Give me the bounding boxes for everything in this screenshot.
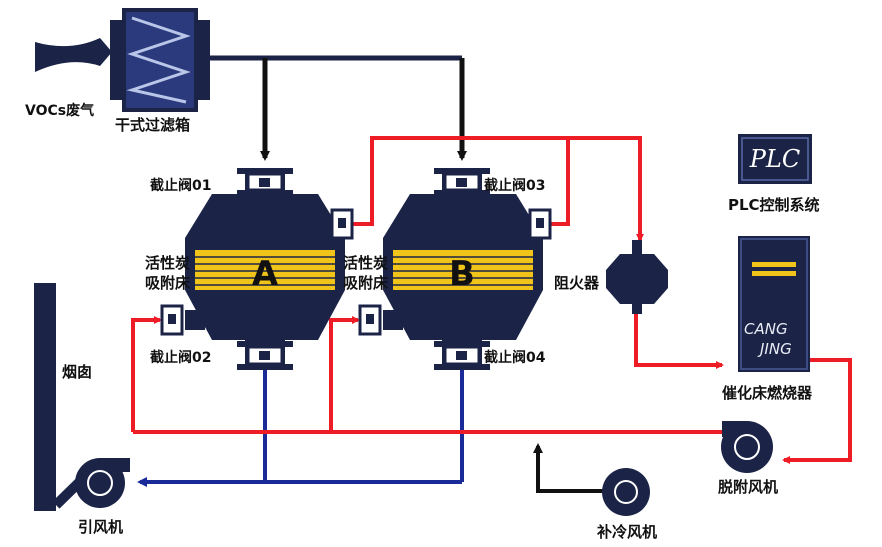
dry-filter-box (110, 8, 210, 112)
valve-02-label: 截止阀02 (150, 349, 211, 366)
desorption-pipes (131, 136, 852, 464)
valve-01-label: 截止阀01 (150, 177, 211, 194)
valve-a-desorb-in[interactable] (160, 304, 184, 336)
valve-04-label: 截止阀04 (484, 349, 546, 366)
valve-a-desorb-out[interactable] (330, 208, 354, 240)
valve-03[interactable] (434, 168, 490, 196)
desorption-fan-label: 脱附风机 (718, 478, 778, 496)
plc-badge: PLC (738, 134, 812, 184)
inlet-pipes (210, 55, 467, 161)
brand-line-2: JING (757, 340, 792, 358)
flame-arrestor-label: 阻火器 (554, 274, 600, 292)
plc-badge-text: PLC (749, 145, 800, 173)
bed-b-label-1: 活性炭 (343, 254, 388, 272)
chimney (34, 283, 56, 511)
voc-inlet-arrow (35, 38, 112, 72)
bed-b-letter: B (449, 254, 475, 294)
valve-04[interactable] (434, 341, 490, 370)
catalytic-burner: CANG JING (738, 236, 810, 372)
bed-b-label-2: 吸附床 (343, 274, 389, 292)
bed-a-label-2: 吸附床 (145, 274, 191, 292)
cooling-fan (602, 468, 650, 516)
valve-b-desorb-in[interactable] (358, 304, 382, 336)
cooling-air-pipe (533, 443, 606, 493)
vocs-label: VOCs废气 (25, 102, 94, 119)
desorption-fan (721, 421, 773, 473)
catalytic-burner-label: 催化床燃烧器 (722, 384, 813, 402)
flame-arrestor (606, 240, 668, 314)
bed-a-letter: A (252, 254, 279, 294)
valve-b-desorb-out[interactable] (528, 208, 552, 240)
induced-fan (52, 458, 130, 509)
valve-01[interactable] (237, 168, 293, 196)
cooling-fan-label: 补冷风机 (596, 523, 657, 541)
outlet-pipes (137, 370, 464, 487)
brand-line-1: CANG (744, 320, 788, 338)
bed-a-label-1: 活性炭 (145, 254, 190, 272)
plc-system-label: PLC控制系统 (728, 196, 820, 214)
dry-filter-label: 干式过滤箱 (115, 116, 190, 134)
chimney-label: 烟囱 (62, 363, 92, 381)
valve-02[interactable] (237, 341, 293, 370)
induced-fan-label: 引风机 (78, 518, 123, 536)
valve-03-label: 截止阀03 (484, 177, 545, 194)
